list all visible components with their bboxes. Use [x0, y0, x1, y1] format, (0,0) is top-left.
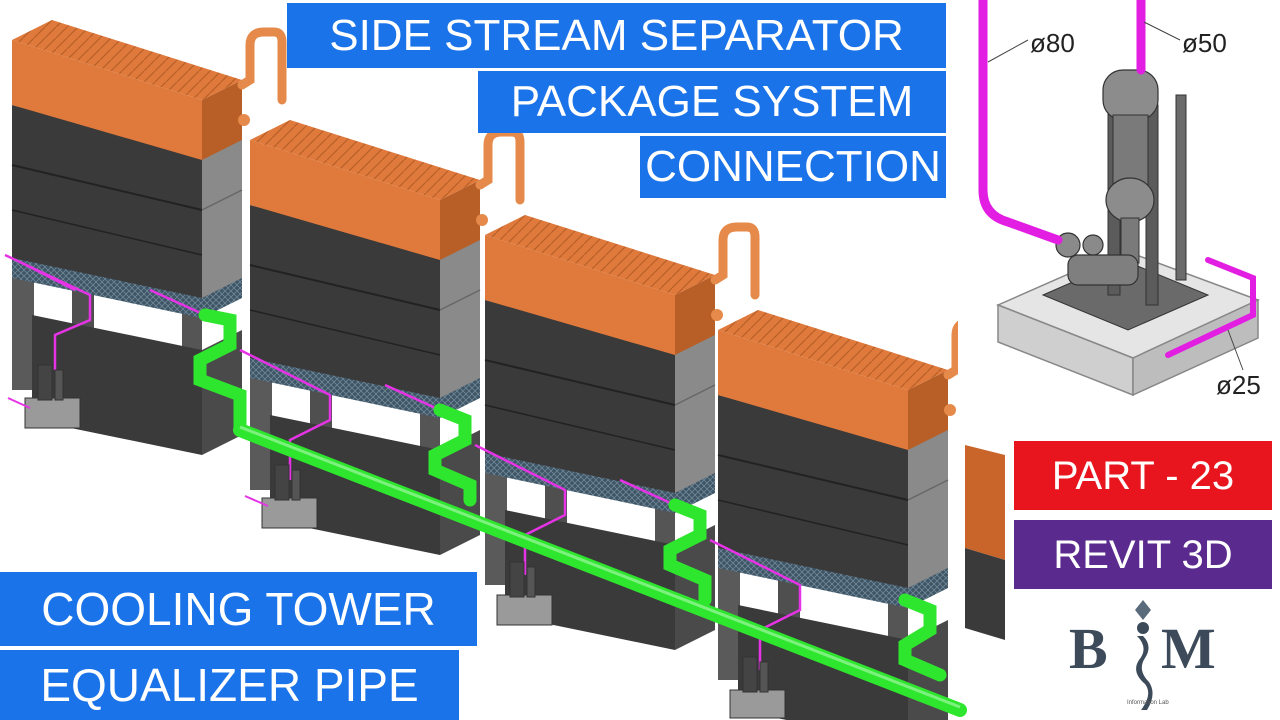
logo-letter-m: M: [1161, 616, 1216, 681]
caption-line-2: EQUALIZER PIPE: [0, 650, 459, 720]
pipe-size-label-80: ø80: [1030, 28, 1075, 58]
software-badge: REVIT 3D: [1014, 520, 1272, 589]
bim-logo-icon: B M Information Lab: [1065, 598, 1225, 714]
logo-subtitle: Information Lab: [1127, 700, 1169, 706]
caption-line-1: COOLING TOWER: [0, 572, 477, 646]
pipe-size-label-50: ø50: [1182, 28, 1227, 58]
logo-figure-icon: [1135, 600, 1153, 710]
pipe-size-label-25: ø25: [1216, 370, 1261, 400]
title-line-2: PACKAGE SYSTEM: [478, 71, 946, 133]
title-line-1: SIDE STREAM SEPARATOR: [287, 3, 946, 68]
part-badge: PART - 23: [1014, 441, 1272, 510]
title-line-3: CONNECTION: [640, 136, 946, 198]
separator-package-icon: [24, 364, 786, 719]
separator-detail-inset: [958, 0, 1280, 420]
logo-letter-b: B: [1069, 616, 1108, 681]
equalizer-pipe: [193, 308, 967, 717]
